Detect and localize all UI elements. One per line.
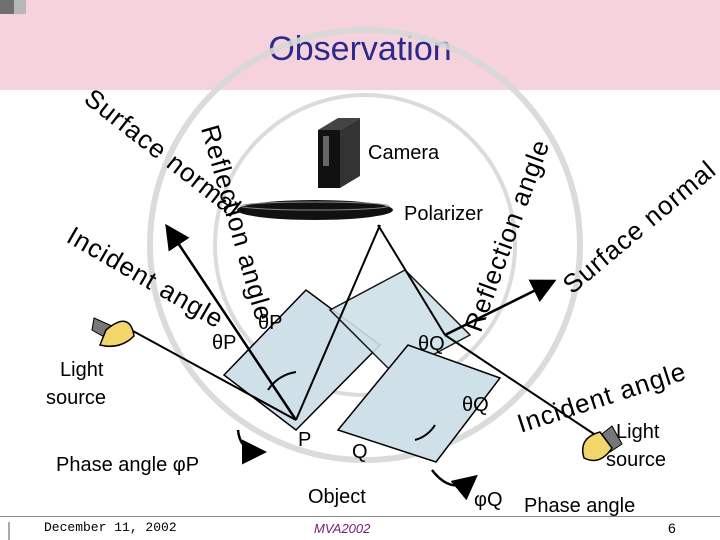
rotation-arrow-p-icon xyxy=(236,429,267,465)
incident-ray-right xyxy=(444,334,601,439)
footer-conference: MVA2002 xyxy=(314,521,371,536)
light-source-left-line1: Light xyxy=(60,359,104,381)
point-p-label: P xyxy=(298,429,312,451)
light-bulb-right-icon xyxy=(582,425,623,462)
corner-decoration-light xyxy=(14,0,26,14)
object-label: Object xyxy=(308,486,366,508)
footer-divider xyxy=(0,516,720,517)
theta-p-right-label: θP xyxy=(258,312,283,334)
theta-p-left-label: θP xyxy=(212,332,237,354)
surface-plane-q xyxy=(336,344,502,463)
camera-icon xyxy=(318,118,360,188)
university-seal-watermark xyxy=(147,27,583,463)
angle-arc-q xyxy=(414,424,436,441)
light-source-right-line2: source xyxy=(606,449,667,471)
title-band xyxy=(0,0,720,90)
point-q-label: Q xyxy=(352,441,368,463)
phase-angle-right-label: Phase angle xyxy=(524,495,636,517)
angle-arc-p xyxy=(267,371,297,391)
surface-normal-right-arrow xyxy=(444,279,557,337)
reflection-ray-left xyxy=(295,224,381,421)
page-number: 6 xyxy=(668,520,676,536)
theta-q-upper-label: θQ xyxy=(418,333,445,355)
corner-decoration xyxy=(0,0,14,14)
rotation-arrow-q-icon xyxy=(431,469,478,501)
light-source-right-line1: Light xyxy=(616,421,660,443)
phase-angle-left-label: Phase angle φP xyxy=(56,454,200,476)
theta-q-lower-label: θQ xyxy=(462,394,489,416)
reflection-ray-right xyxy=(377,224,446,336)
footer-date: December 11, 2002 xyxy=(44,520,177,535)
phi-q-label: φQ xyxy=(474,489,503,511)
light-source-left-line2: source xyxy=(46,387,107,409)
polarizer-label: Polarizer xyxy=(404,203,483,225)
footer-marker xyxy=(8,522,10,540)
light-bulb-left-icon xyxy=(91,317,135,348)
incident-ray-left xyxy=(121,324,297,421)
surface-normal-left-arrow xyxy=(165,223,298,421)
surface-plane-center xyxy=(328,269,472,376)
camera-label: Camera xyxy=(368,142,440,164)
